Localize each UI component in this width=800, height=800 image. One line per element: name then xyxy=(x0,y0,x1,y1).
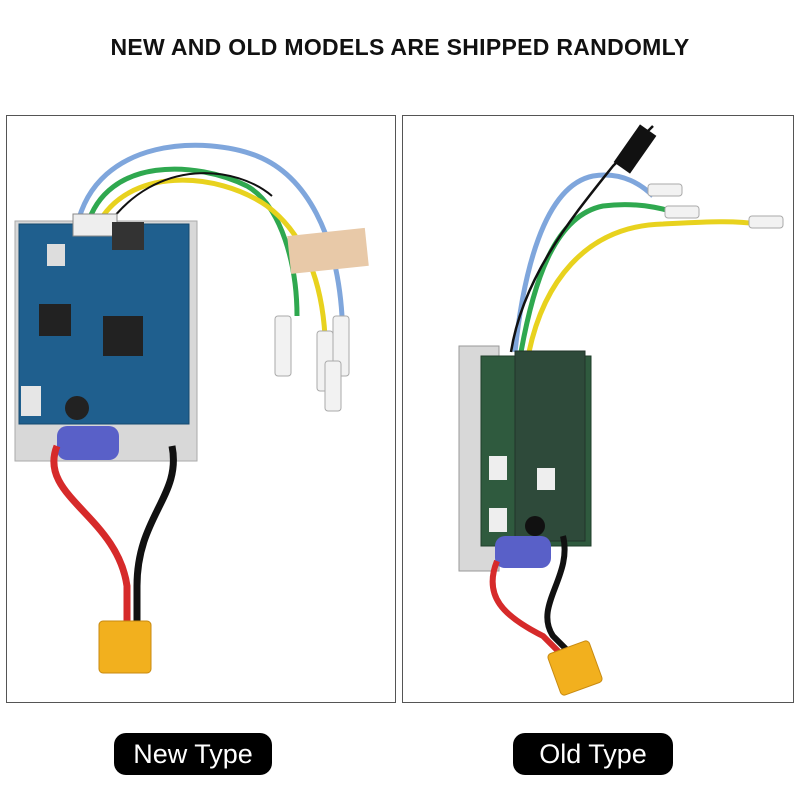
new-type-board-image xyxy=(14,142,369,674)
new-type-panel xyxy=(6,115,396,703)
old-type-panel xyxy=(402,115,794,703)
banner-title: NEW AND OLD MODELS ARE SHIPPED RANDOMLY xyxy=(110,34,690,60)
old-type-label: Old Type xyxy=(513,733,673,775)
new-type-label: New Type xyxy=(114,733,272,775)
old-type-board-image xyxy=(458,124,784,696)
